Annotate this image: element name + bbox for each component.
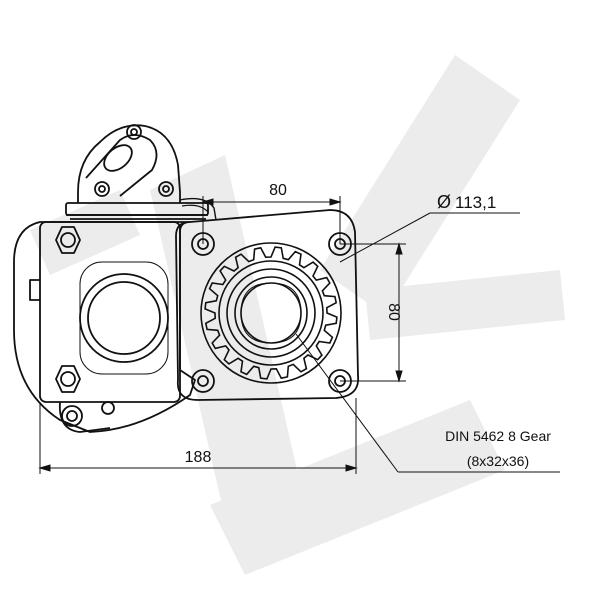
brand-watermark-icon <box>30 55 565 575</box>
gear-spec-line2: (8x32x36) <box>467 453 529 469</box>
dimension-height-label: 80 <box>385 303 402 321</box>
gear-spec-line1: DIN 5462 8 Gear <box>445 428 551 444</box>
spur-gear <box>204 246 338 380</box>
dimension-width-label: 80 <box>269 182 287 199</box>
diameter-symbol: Ø <box>437 192 451 212</box>
diameter-label: Ø 113,1 <box>437 192 496 212</box>
gear-teeth <box>204 246 338 380</box>
diameter-value: 113,1 <box>455 193 496 212</box>
dimension-length-label: 188 <box>185 449 212 466</box>
dimension-lines <box>38 196 560 474</box>
